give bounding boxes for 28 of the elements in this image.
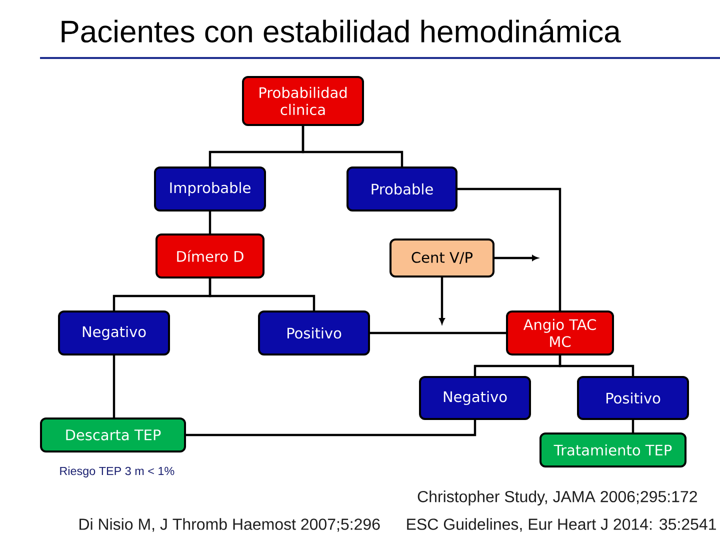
connector-line <box>458 188 562 310</box>
result-box: Positivo <box>258 310 370 356</box>
connector-line <box>632 420 634 432</box>
result-box: Improbable <box>154 166 266 212</box>
connector-line <box>186 420 476 436</box>
result-box: Positivo <box>577 376 689 420</box>
connector-line <box>370 332 506 334</box>
result-box: Probable <box>346 166 458 212</box>
connector-line <box>302 126 404 166</box>
connector-line <box>208 278 316 310</box>
outcome-box: Descarta TEP <box>40 418 186 452</box>
note-text: Riesgo TEP 3 m < 1% <box>60 466 174 478</box>
test-box: Angio TAC MC <box>506 310 614 356</box>
test-box: Probabilidad clinica <box>242 76 364 126</box>
arrow <box>494 255 538 261</box>
reference-text: Christopher Study, JAMA 2006;295:172 <box>418 490 697 506</box>
connector-line <box>208 212 212 234</box>
test-box: Cent V/P <box>390 238 494 278</box>
outcome-box: Tratamiento TEP <box>540 432 686 468</box>
connector-line <box>112 356 116 418</box>
result-box: Negativo <box>419 376 531 420</box>
title: Pacientes con estabilidad hemodinámica <box>62 19 621 43</box>
reference-text: ESC Guidelines, Eur Heart J 2014: 35:2541 <box>407 518 716 532</box>
result-box: Negativo <box>58 310 170 356</box>
reference-text: Di Nisio M, J Thromb Haemost 2007;5:296 <box>80 518 380 532</box>
connector-line <box>558 356 634 376</box>
test-box: Dímero D <box>156 234 264 278</box>
arrow <box>439 278 445 324</box>
